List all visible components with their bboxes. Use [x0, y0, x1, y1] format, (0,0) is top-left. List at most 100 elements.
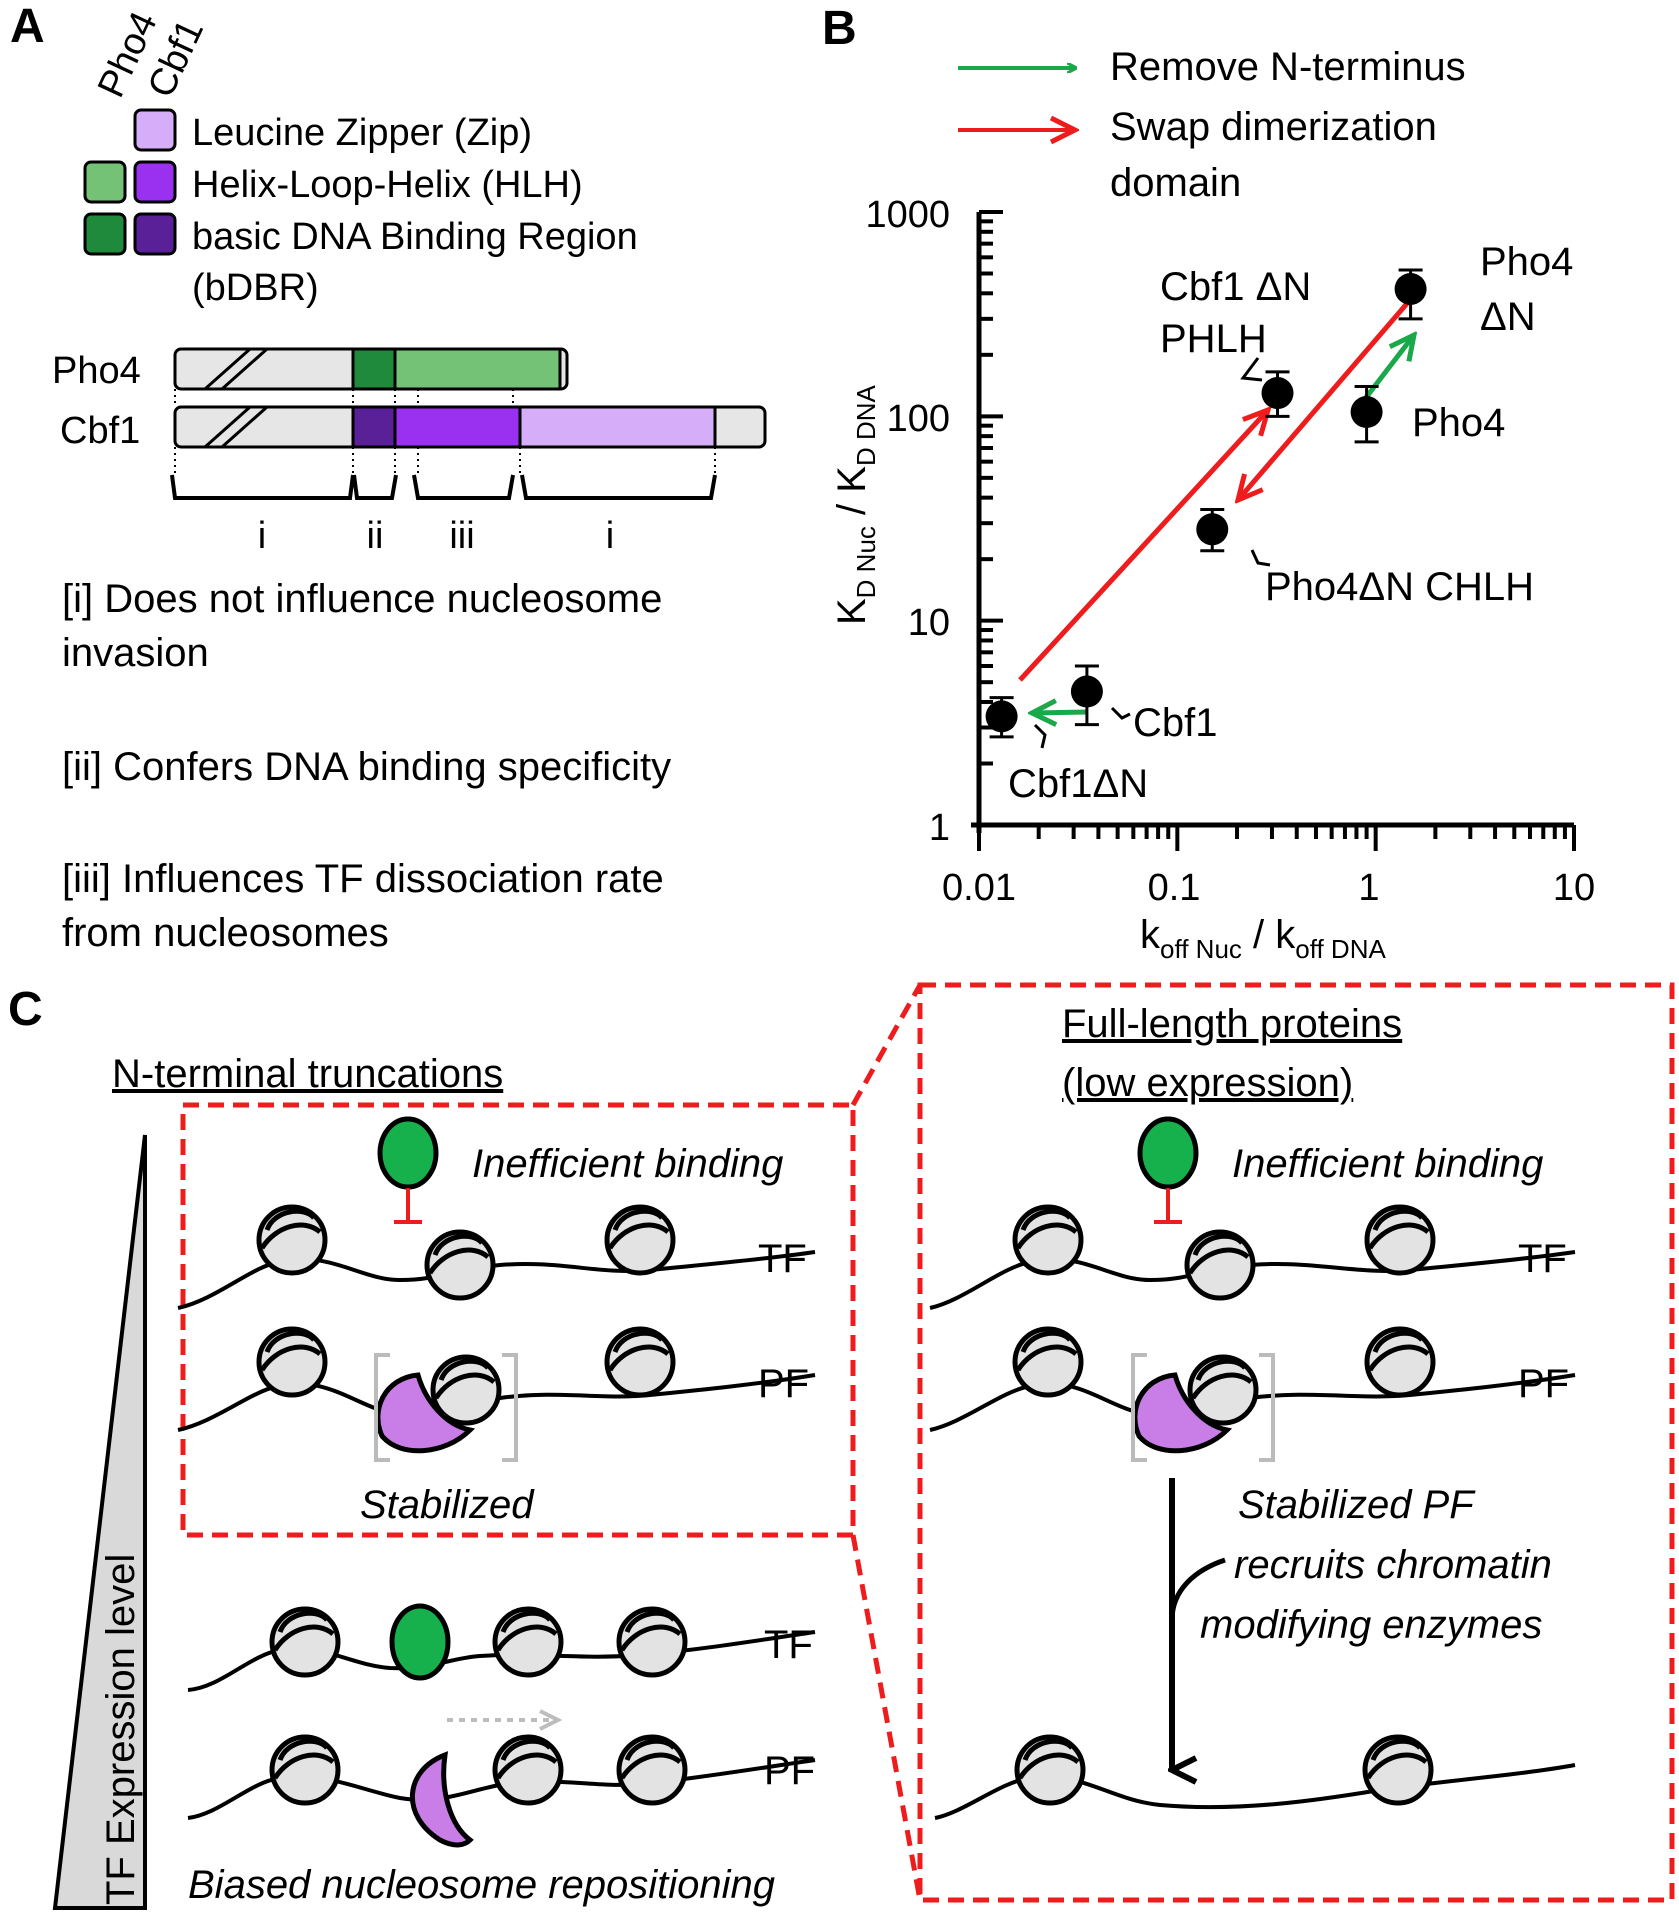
nucleosome-icon: [259, 1207, 325, 1273]
panel-label-b: B: [822, 2, 857, 55]
left-title: N-terminal truncations: [112, 1052, 503, 1096]
inhibition-mark: [1154, 1188, 1182, 1224]
nucleosome-icon: [619, 1609, 685, 1675]
data-point: [1196, 513, 1229, 546]
nucleosome-icon: [272, 1737, 338, 1803]
inhibition-mark: [394, 1188, 422, 1224]
panel-b: B Remove N-terminus Swap dimerization do…: [822, 2, 1595, 964]
bracket-right: [502, 1353, 518, 1462]
swatch-zip-cbf1: [133, 108, 177, 152]
legend-swap-label-2: domain: [1110, 161, 1241, 205]
pho4-domain-bar: [173, 347, 569, 391]
right-tf-row-label: TF: [1518, 1237, 1567, 1281]
region-brackets: [170, 474, 717, 500]
right-title-1: Full-length proteins: [1062, 1002, 1402, 1046]
note-iii-line1: [iii] Influences TF dissociation rate: [62, 857, 664, 901]
right-title-2: (low expression): [1062, 1061, 1353, 1105]
right-inefficient-label: Inefficient binding: [1232, 1142, 1543, 1186]
point-label-cbf1dn: Cbf1ΔN: [1008, 762, 1148, 806]
left-tf-row: Inefficient binding TF: [177, 1116, 816, 1310]
recruit-text-3: modifying enzymes: [1200, 1603, 1542, 1647]
nucleosome-icon: [495, 1609, 561, 1675]
y-tick-label-100: 100: [887, 398, 950, 440]
expression-level-label: TF Expression level: [99, 1554, 143, 1905]
point-label-pho4: Pho4: [1412, 401, 1505, 445]
legend-bdbr-abbrev: (bDBR): [192, 267, 319, 309]
right-pf-row: PF: [929, 1329, 1576, 1462]
protein-label-cbf1: Cbf1: [60, 410, 140, 452]
nucleosome-icon: [1015, 1207, 1081, 1273]
note-i-line1: [i] Does not influence nucleosome: [62, 577, 662, 621]
point-label-pho4dnchlh: Pho4ΔN CHLH: [1265, 565, 1534, 609]
arrow-pho4-to-pho4dn: [1359, 335, 1414, 406]
y-tick-label-1000: 1000: [865, 194, 950, 236]
legend-swap-label-1: Swap dimerization: [1110, 105, 1437, 149]
recruit-text-1: Stabilized PF: [1238, 1483, 1476, 1527]
nucleosome-icon: [1365, 1737, 1431, 1803]
note-iii-line2: from nucleosomes: [62, 911, 389, 955]
nucleosome-icon: [1015, 1329, 1081, 1395]
tf-protein-icon: [1137, 1116, 1199, 1190]
pf-protein-icon: [410, 1751, 474, 1848]
left-pf-row-label: PF: [758, 1362, 809, 1406]
arrow-cbf1dn-to-phlh: [1018, 410, 1268, 682]
nucleosome-icon: [619, 1737, 685, 1803]
legend-bdbr: basic DNA Binding Region: [192, 216, 638, 258]
y-tick-label-1: 1: [929, 807, 950, 849]
recruit-text-2: recruits chromatin: [1234, 1543, 1552, 1587]
bottom-pf-row: PF Biased nucleosome repositioning: [187, 1737, 816, 1907]
data-point: [1350, 396, 1383, 429]
legend-hlh: Helix-Loop-Helix (HLH): [192, 164, 583, 206]
data-point: [985, 700, 1018, 733]
left-tf-row-label: TF: [758, 1237, 807, 1281]
nucleosome-icon: [259, 1329, 325, 1395]
nucleosome-icon: [607, 1329, 673, 1395]
y-tick-label-10: 10: [908, 602, 950, 644]
data-points: [985, 268, 1427, 739]
panel-a: A Pho4 Cbf1 Leucine Zipper (Zip) Helix-L…: [10, 0, 767, 955]
data-point: [1070, 675, 1103, 708]
point-label-cbf1: Cbf1: [1133, 701, 1218, 745]
stabilized-label: Stabilized: [360, 1483, 535, 1527]
nucleosome-icon: [495, 1737, 561, 1803]
biased-repositioning-label: Biased nucleosome repositioning: [188, 1863, 775, 1907]
region-label-i-1: i: [258, 515, 266, 557]
panel-label-c: C: [8, 983, 43, 1036]
arrow-cbf1-to-cbf1dn: [1032, 712, 1089, 713]
right-pf-row-label: PF: [1518, 1362, 1569, 1406]
nucleosome-icon: [433, 1357, 499, 1423]
x-tick-label-0.1: 0.1: [1148, 867, 1201, 909]
note-i-line2: invasion: [62, 631, 209, 675]
nucleosome-icon: [1367, 1207, 1433, 1273]
zoom-box-dashes: [180, 982, 1675, 1903]
nucleosome-icon: [1017, 1737, 1083, 1803]
bracket-left: [1131, 1353, 1147, 1462]
right-tf-row: Inefficient binding TF: [929, 1116, 1576, 1310]
region-guides: [174, 389, 716, 475]
swatch-bdbr-cbf1: [133, 212, 177, 256]
bracket-left: [374, 1353, 390, 1462]
right-result-row: [934, 1737, 1576, 1820]
data-point: [1394, 272, 1427, 305]
point-label-cbf1dnphlh-2: PHLH: [1160, 317, 1267, 361]
panel-c: C N-terminal truncations Full-length pro…: [8, 982, 1675, 1910]
swatch-hlh-cbf1: [133, 160, 177, 204]
left-pf-row: PF Stabilized: [177, 1329, 816, 1527]
label-leaders: [1033, 357, 1271, 749]
recruitment-branch: [1169, 1557, 1226, 1621]
nucleosome-icon: [1187, 1232, 1253, 1298]
nucleosome-icon: [272, 1609, 338, 1675]
data-point: [1261, 377, 1294, 410]
note-ii: [ii] Confers DNA binding specificity: [62, 745, 671, 789]
legend-remove-label: Remove N-terminus: [1110, 45, 1466, 89]
left-inefficient-label: Inefficient binding: [472, 1142, 783, 1186]
panel-label-a: A: [10, 0, 45, 53]
bracket-right: [1259, 1353, 1275, 1462]
swatch-hlh-pho4: [83, 160, 127, 204]
nucleosome-icon: [427, 1232, 493, 1298]
arrow-pho4dn-to-chlh: [1238, 298, 1412, 500]
region-label-ii: ii: [367, 515, 384, 557]
cbf1-domain-bar: [173, 405, 767, 449]
